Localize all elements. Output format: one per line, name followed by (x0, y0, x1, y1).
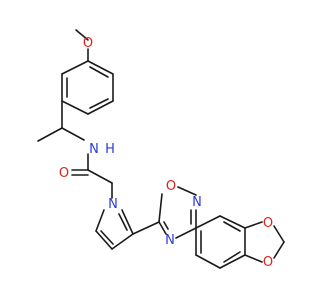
bond-oxa-bdo (195, 215, 221, 229)
atom-n-oxadiazole-4: N (165, 233, 175, 248)
bond-oxa-c5-o (158, 193, 163, 223)
bond-ph-3 (61, 100, 89, 115)
atom-n-oxadiazole-2: N (192, 195, 202, 210)
bond-bdo-3 (219, 254, 246, 269)
bond-dio-3 (273, 225, 285, 243)
bond-co-ch2 (87, 169, 113, 184)
bond-ph-double-3 (89, 66, 109, 78)
bond-pyr-3 (111, 233, 134, 250)
bond-bdo-1 (219, 215, 246, 229)
bond-pyr-1 (95, 209, 105, 232)
bond-ch-methyl (37, 127, 63, 142)
structure-svg: O N H O N O N N O O (37, 29, 285, 270)
bond-pyr-double-1 (100, 230, 114, 245)
atom-n-amide: N (89, 142, 99, 157)
bond-ph-6 (87, 60, 114, 75)
atom-o-dioxole-2: O (263, 255, 273, 270)
atom-h-amide: H (105, 142, 115, 157)
bond-bdo-double-1 (223, 221, 241, 232)
bond-oxa-n4-c5 (158, 221, 167, 235)
bond-dio-4 (273, 241, 285, 259)
bond-ph-4 (87, 100, 114, 115)
atom-o-methoxy: O (83, 36, 93, 51)
bond-bdo-4 (195, 254, 221, 269)
bond-pyr-oxa (132, 221, 160, 235)
bond-oxa-o-n (177, 186, 197, 196)
bond-pyr-double-2 (118, 213, 128, 231)
bond-ph-1 (61, 60, 89, 75)
bond-dio-2 (244, 254, 263, 263)
atom-o-dioxole-1: O (263, 216, 273, 231)
bond-ch-n (61, 127, 85, 141)
bond-ph-double-2 (89, 98, 109, 109)
bond-bdo-double-2 (223, 251, 241, 263)
bond-oxa-c3-n4 (175, 227, 197, 239)
bond-methyl-o (75, 29, 89, 41)
bond-oxa-double-2 (163, 221, 169, 230)
atom-o-carbonyl: O (59, 166, 69, 181)
molecule-structure-diagram: O N H O N O N N O O (37, 29, 285, 270)
bond-pyr-2 (95, 230, 113, 250)
atom-n-pyrrole: N (108, 197, 118, 212)
atom-o-oxadiazole: O (166, 179, 176, 194)
bond-pyr-4 (121, 209, 134, 235)
bond-dio-1 (244, 221, 263, 229)
